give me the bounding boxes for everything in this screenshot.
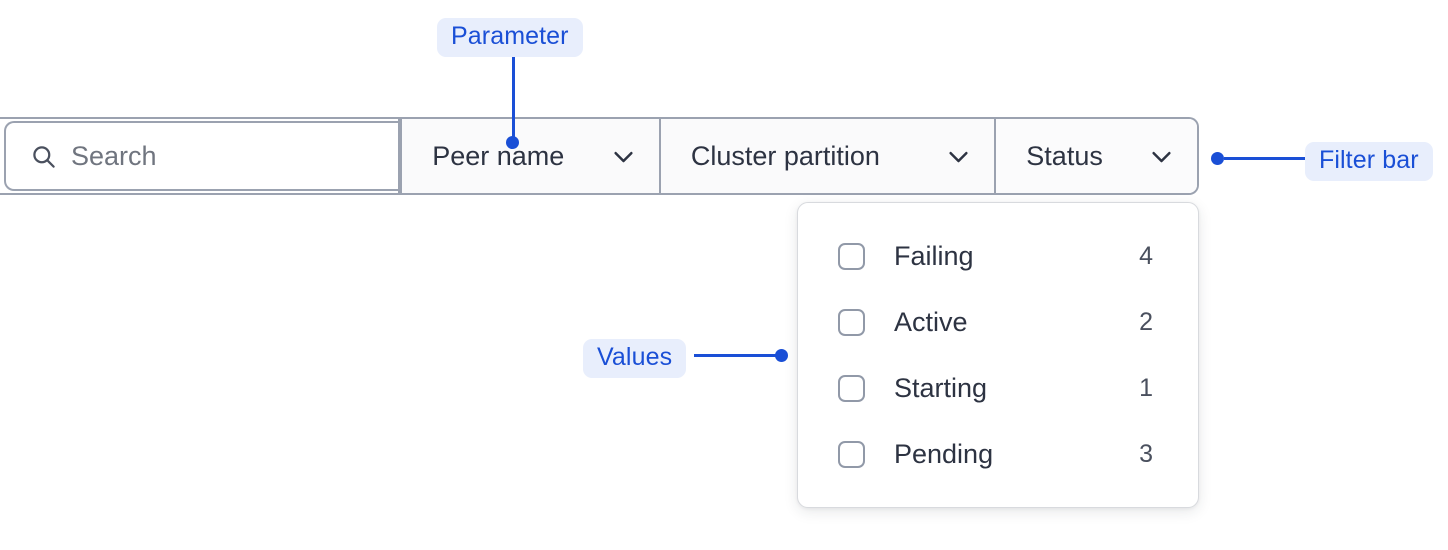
search-cell[interactable]: Search [0, 119, 401, 193]
list-item[interactable]: Pending 3 [798, 424, 1198, 484]
list-item[interactable]: Failing 4 [798, 226, 1198, 286]
callout-dot-filter-bar [1211, 152, 1224, 165]
callout-line-parameter [512, 57, 515, 143]
list-item-label: Starting [894, 372, 988, 403]
list-item-label: Active [894, 306, 968, 337]
filter-cell-status[interactable]: Status [994, 119, 1197, 193]
search-icon [30, 143, 57, 170]
checkbox-active[interactable] [838, 308, 865, 336]
status-values-dropdown: Failing 4 Active 2 Starting 1 Pending 3 [797, 202, 1199, 508]
chevron-down-icon[interactable] [1148, 143, 1175, 170]
callout-label-values: Values [583, 339, 687, 378]
chevron-down-icon[interactable] [610, 143, 637, 170]
search-input[interactable]: Search [71, 140, 157, 171]
chevron-down-icon[interactable] [945, 143, 972, 170]
filter-cell-peer-name[interactable]: Peer name [400, 119, 659, 193]
callout-dot-values [775, 349, 788, 362]
list-item[interactable]: Starting 1 [798, 358, 1198, 418]
list-item[interactable]: Active 2 [798, 292, 1198, 352]
checkbox-pending[interactable] [838, 440, 865, 468]
callout-label-parameter: Parameter [437, 18, 583, 57]
list-item-count: 2 [1139, 307, 1153, 336]
filter-cell-peer-name-label: Peer name [432, 140, 565, 171]
callout-label-filter-bar: Filter bar [1305, 142, 1433, 181]
filter-cell-status-label: Status [1026, 140, 1103, 171]
callout-line-values [694, 354, 782, 357]
checkbox-starting[interactable] [838, 374, 865, 402]
list-item-label: Failing [894, 240, 974, 271]
list-item-count: 4 [1139, 241, 1153, 270]
callout-dot-parameter [506, 136, 519, 149]
callout-line-filter-bar [1224, 157, 1306, 160]
filter-bar: Search Peer name Cluster partition Statu… [0, 117, 1199, 195]
filter-cell-cluster-partition[interactable]: Cluster partition [658, 119, 995, 193]
list-item-label: Pending [894, 438, 994, 469]
list-item-count: 1 [1139, 373, 1153, 402]
filter-cell-cluster-partition-label: Cluster partition [690, 140, 880, 171]
list-item-count: 3 [1139, 439, 1153, 468]
checkbox-failing[interactable] [838, 242, 865, 270]
